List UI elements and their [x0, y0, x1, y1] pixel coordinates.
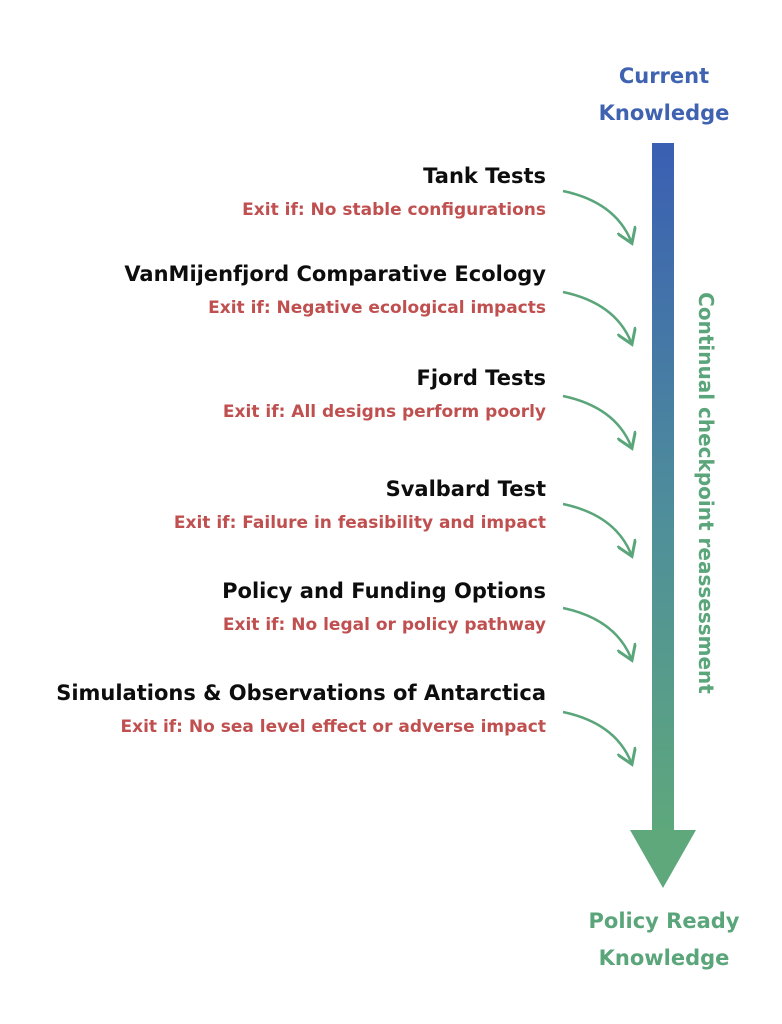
stage-exit-condition: Exit if: No stable configurations — [242, 200, 546, 220]
stage-policy-funding: Policy and Funding Options Exit if: No l… — [222, 578, 546, 636]
stage-title: Tank Tests — [423, 164, 546, 188]
connector-arrow-4 — [562, 502, 631, 554]
stage-exit-condition: Exit if: No legal or policy pathway — [222, 615, 546, 635]
policy-ready-line-2: Knowledge — [598, 946, 730, 970]
arrow-shaft — [652, 143, 674, 835]
stage-svalbard-test: Svalbard Test Exit if: Failure in feasib… — [174, 476, 546, 534]
stage-exit-condition: Exit if: No sea level effect or adverse … — [120, 717, 547, 737]
connector-arrow-5 — [562, 606, 631, 658]
connector-arrow-6 — [562, 710, 631, 762]
stage-title: Simulations & Observations of Antarctica — [56, 681, 546, 705]
stage-title: Fjord Tests — [416, 366, 547, 390]
main-progress-arrow — [630, 143, 696, 888]
connector-arrow-1 — [562, 189, 631, 241]
current-knowledge-line-1: Current — [618, 64, 710, 88]
stage-vanmijenfjord-ecology: VanMijenfjord Comparative Ecology Exit i… — [124, 261, 546, 319]
connector-arrow-2 — [562, 290, 631, 342]
policy-ready-knowledge-label: Policy Ready Knowledge — [572, 903, 756, 977]
stage-title: Policy and Funding Options — [222, 579, 546, 603]
stage-connectors — [562, 189, 631, 762]
policy-ready-line-1: Policy Ready — [588, 909, 740, 933]
current-knowledge-label: Current Knowledge — [580, 58, 748, 132]
arrow-head — [630, 830, 696, 888]
stage-tank-tests: Tank Tests Exit if: No stable configurat… — [242, 163, 546, 221]
stage-antarctica-simulations: Simulations & Observations of Antarctica… — [56, 680, 546, 738]
stage-exit-condition: Exit if: All designs perform poorly — [222, 402, 546, 422]
current-knowledge-line-2: Knowledge — [598, 101, 730, 125]
side-label: Continual checkpoint reassessment — [694, 292, 718, 694]
connector-arrow-3 — [562, 394, 631, 446]
stage-title: VanMijenfjord Comparative Ecology — [124, 262, 546, 286]
stage-exit-condition: Exit if: Negative ecological impacts — [208, 298, 546, 318]
stage-title: Svalbard Test — [385, 477, 546, 501]
stage-fjord-tests: Fjord Tests Exit if: All designs perform… — [223, 365, 546, 423]
stage-exit-condition: Exit if: Failure in feasibility and impa… — [173, 513, 546, 533]
